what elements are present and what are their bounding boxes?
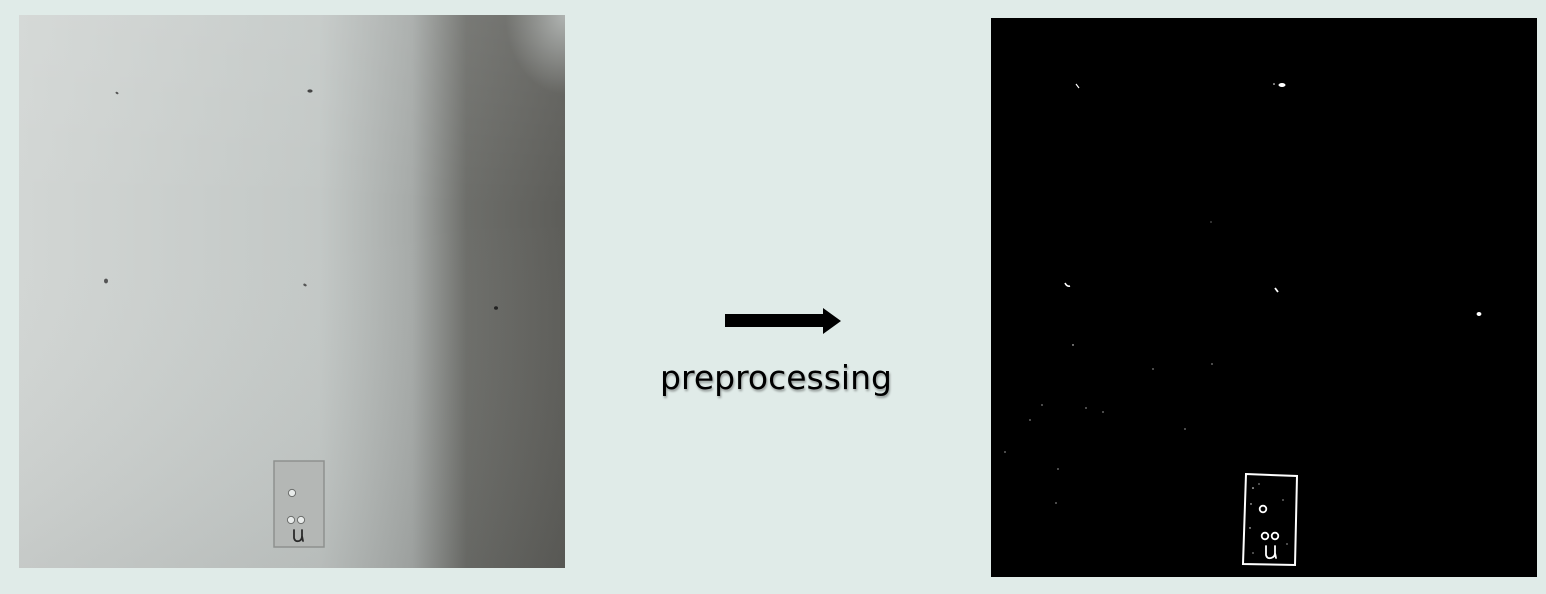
- noise-speck: [1184, 428, 1186, 430]
- noise-speck: [1102, 411, 1104, 413]
- noise-speck: [1282, 499, 1284, 501]
- tag-dot: [1270, 531, 1280, 541]
- noise-speck: [1258, 483, 1260, 485]
- marker-dot: [115, 91, 119, 95]
- noise-speck: [1249, 527, 1251, 529]
- noise-speck: [1210, 221, 1212, 223]
- tag-dot: [1258, 504, 1268, 514]
- process-caption: preprocessing: [660, 358, 892, 397]
- arrow-right-icon: [725, 308, 841, 334]
- tag-card: [273, 460, 325, 548]
- tag-dot: [296, 515, 306, 525]
- tag-outline: [1241, 472, 1299, 567]
- noise-speck: [1055, 502, 1057, 504]
- noise-speck: [1273, 83, 1275, 85]
- light-corner: [399, 15, 565, 235]
- tag-letter: [293, 529, 304, 543]
- marker-blob: [1278, 83, 1286, 87]
- noise-speck: [1072, 344, 1074, 346]
- marker-blob: [1476, 312, 1482, 316]
- marker-dot: [494, 306, 498, 310]
- noise-speck: [1029, 419, 1031, 421]
- noise-speck: [1286, 543, 1288, 545]
- tag-dot: [1260, 531, 1270, 541]
- noise-speck: [1250, 503, 1252, 505]
- marker-dot: [303, 283, 307, 287]
- noise-speck: [1252, 487, 1254, 489]
- tag-dot: [287, 488, 297, 498]
- noise-speck: [1252, 552, 1254, 554]
- marker-dot: [104, 278, 108, 284]
- processed-background: [991, 18, 1537, 577]
- tag-letter: [1265, 545, 1277, 560]
- noise-speck: [1085, 407, 1087, 409]
- noise-speck: [1004, 451, 1006, 453]
- marker-blob: [1274, 287, 1279, 293]
- noise-speck: [1041, 404, 1043, 406]
- marker-dot: [307, 89, 313, 93]
- noise-speck: [1057, 468, 1059, 470]
- processed-image: [991, 18, 1537, 577]
- original-photo: [19, 15, 565, 568]
- noise-speck: [1211, 363, 1213, 365]
- tag-dot: [286, 515, 296, 525]
- marker-blob: [1075, 83, 1080, 89]
- noise-speck: [1152, 368, 1154, 370]
- marker-blob: [1064, 282, 1071, 287]
